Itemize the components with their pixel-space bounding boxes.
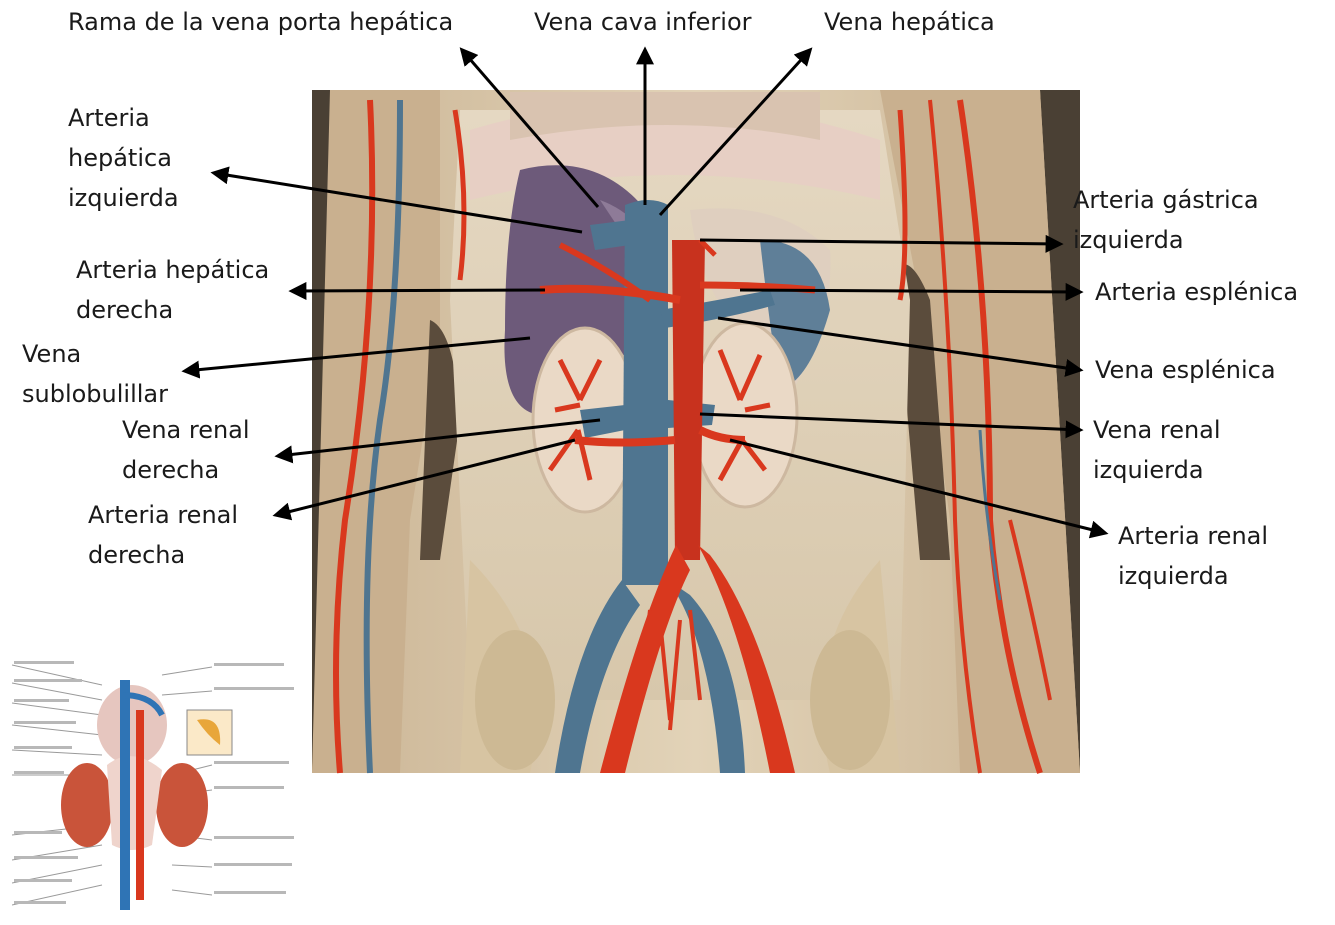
label-vena-sublobulillar: Vena sublobulillar [22,334,168,414]
label-arteria-renal-izquierda: Arteria renal izquierda [1118,516,1268,596]
atlas-thumbnail-figure [12,655,302,917]
label-arteria-gastrica-izquierda: Arteria gástrica izquierda [1073,180,1259,260]
label-rama-vena-porta: Rama de la vena porta hepática [68,2,453,42]
label-vena-renal-izquierda: Vena renal izquierda [1093,410,1221,490]
label-vena-esplenica: Vena esplénica [1095,350,1276,390]
label-vena-hepatica: Vena hepática [824,2,995,42]
label-vena-renal-derecha: Vena renal derecha [122,410,250,490]
label-arteria-renal-derecha: Arteria renal derecha [88,495,238,575]
arrow-arteria-esplenica [740,290,1080,292]
reference-atlas-thumbnail [12,655,302,917]
label-arteria-hepatica-izquierda: Arteria hepática izquierda [68,98,179,218]
arrow-arteria-hepatica-derecha [292,290,545,291]
anatomical-model [312,90,1080,773]
label-arteria-hepatica-derecha: Arteria hepática derecha [76,250,269,330]
label-vena-cava-inferior: Vena cava inferior [534,2,752,42]
label-arteria-esplenica: Arteria esplénica [1095,272,1298,312]
